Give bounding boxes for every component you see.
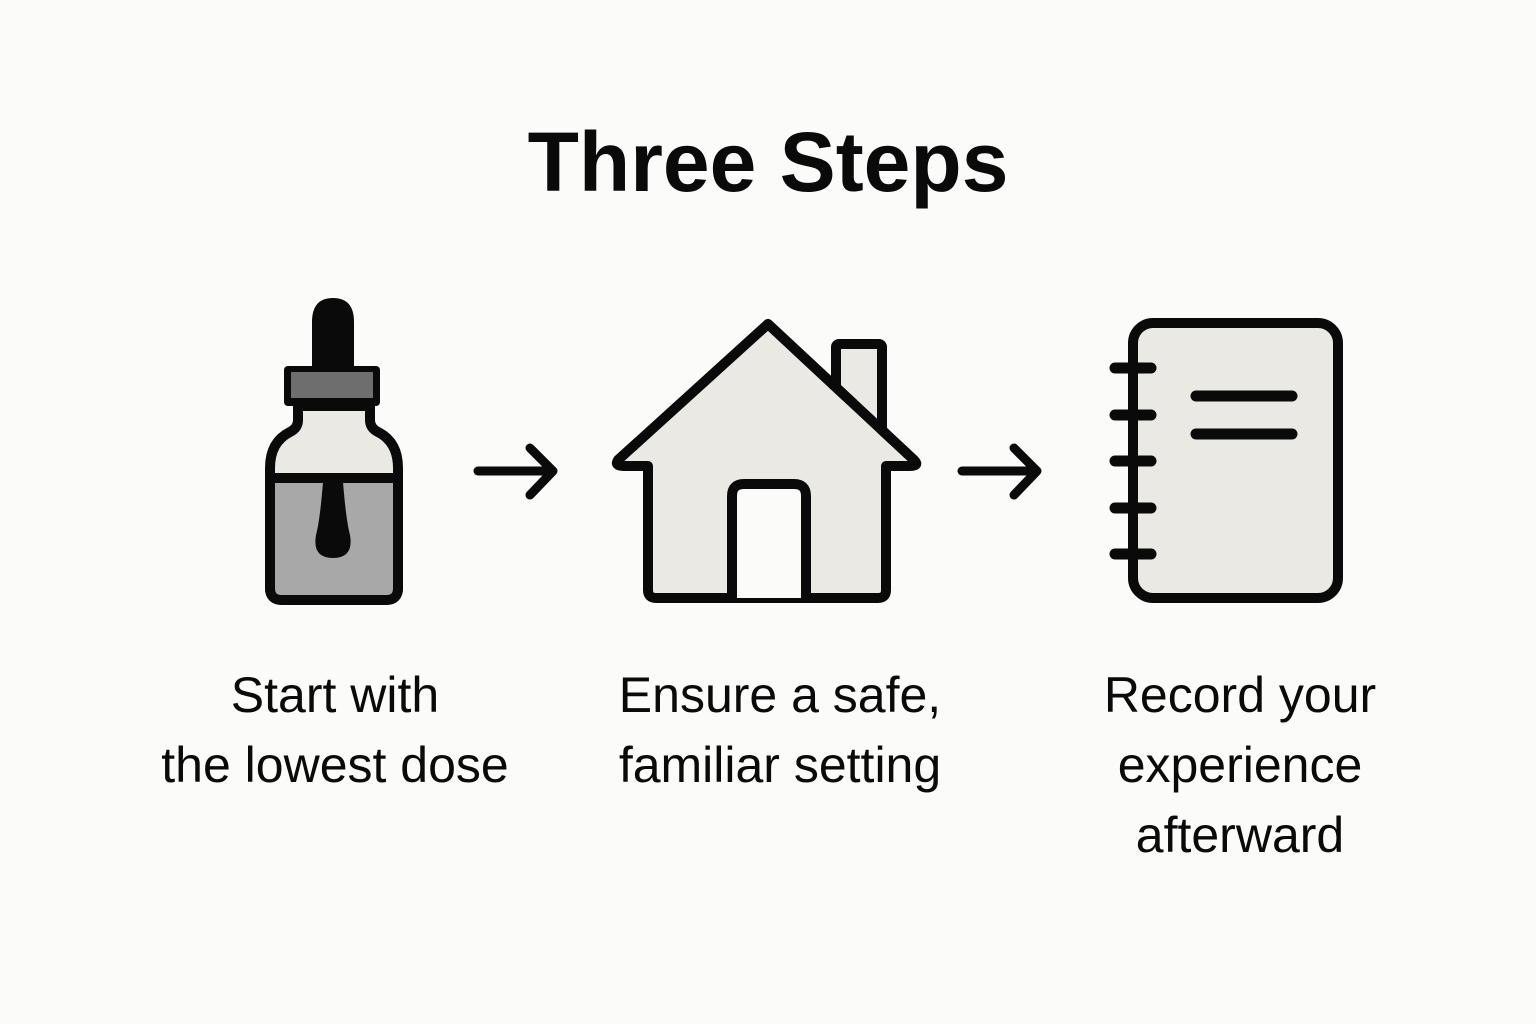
caption-line: familiar setting — [618, 737, 942, 793]
step-3-caption: Record your experience afterward — [1060, 660, 1420, 870]
caption-line: experience — [1117, 737, 1363, 793]
notebook-icon — [1100, 310, 1360, 610]
caption-line: the lowest dose — [161, 737, 509, 793]
arrow-right-icon — [954, 440, 1046, 504]
arrow-right-icon — [470, 440, 562, 504]
caption-line: Start with — [230, 667, 440, 723]
step-1-caption: Start with the lowest dose — [120, 660, 550, 800]
house-icon — [600, 310, 930, 610]
page-title: Three Steps — [527, 115, 1009, 209]
step-2-caption: Ensure a safe, familiar setting — [570, 660, 990, 800]
caption-line: Ensure a safe, — [618, 667, 942, 723]
caption-line: Record your — [1103, 667, 1377, 723]
caption-line: afterward — [1135, 807, 1345, 863]
dropper-bottle-icon — [250, 290, 420, 610]
